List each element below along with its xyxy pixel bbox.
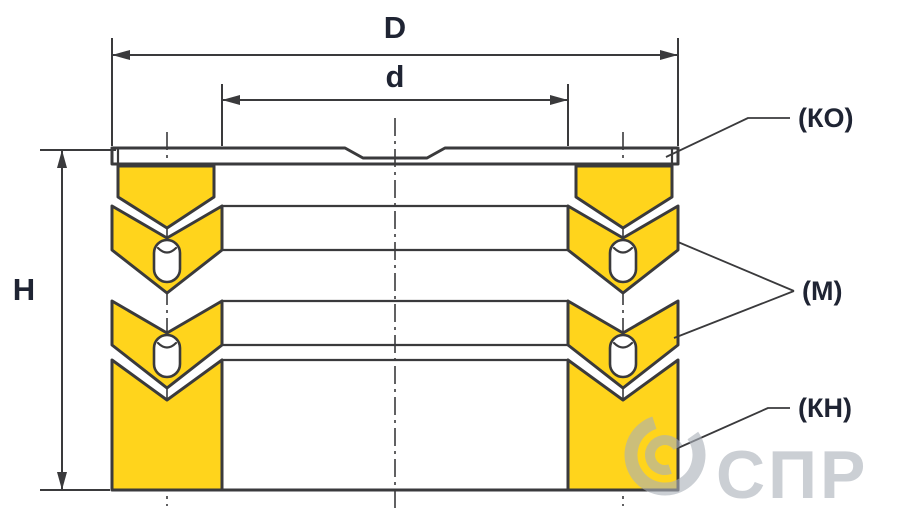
watermark-text: СПР (716, 437, 868, 513)
seal-lip-lower (152, 333, 182, 379)
leader-support-ring (677, 407, 790, 449)
watermark-logo-inner-swirl (645, 435, 685, 475)
callout-sealing-rings-label: (М) (802, 276, 842, 306)
callouts: (КО) (М) (КН) (665, 103, 853, 449)
support-ring (110, 358, 224, 492)
watermark-logo-outer-swirl (624, 414, 706, 496)
seal-lip-upper (152, 238, 182, 284)
seal-lip-upper-detail (156, 246, 178, 254)
arrowhead-left (222, 95, 240, 105)
watermark: СПР (624, 414, 868, 513)
callout-pressure-ring-label: (КО) (798, 103, 853, 133)
adapter-ring (116, 164, 216, 230)
pressure-ring (110, 146, 680, 166)
callout-support-ring-label: (КН) (798, 393, 852, 423)
leader-seal-lower (673, 290, 795, 339)
leader-pressure-ring (665, 117, 790, 158)
dimension-d: d (221, 59, 569, 146)
seal-lip-lower-detail (156, 341, 178, 349)
arrowhead-right (550, 95, 568, 105)
arrowhead-right (660, 50, 678, 60)
dimension-D-label: D (384, 10, 406, 45)
dimension-d-label: d (386, 59, 405, 94)
dimension-H-label: H (13, 272, 35, 307)
seal-stack-right (566, 130, 680, 508)
seal-stack-left (110, 132, 224, 506)
arrowhead-top (57, 150, 67, 168)
leader-seal-upper (677, 241, 795, 292)
dimension-H: H (13, 149, 116, 491)
arrowhead-bottom (57, 472, 67, 490)
arrowhead-left (112, 50, 130, 60)
dimension-D: D (111, 10, 679, 146)
